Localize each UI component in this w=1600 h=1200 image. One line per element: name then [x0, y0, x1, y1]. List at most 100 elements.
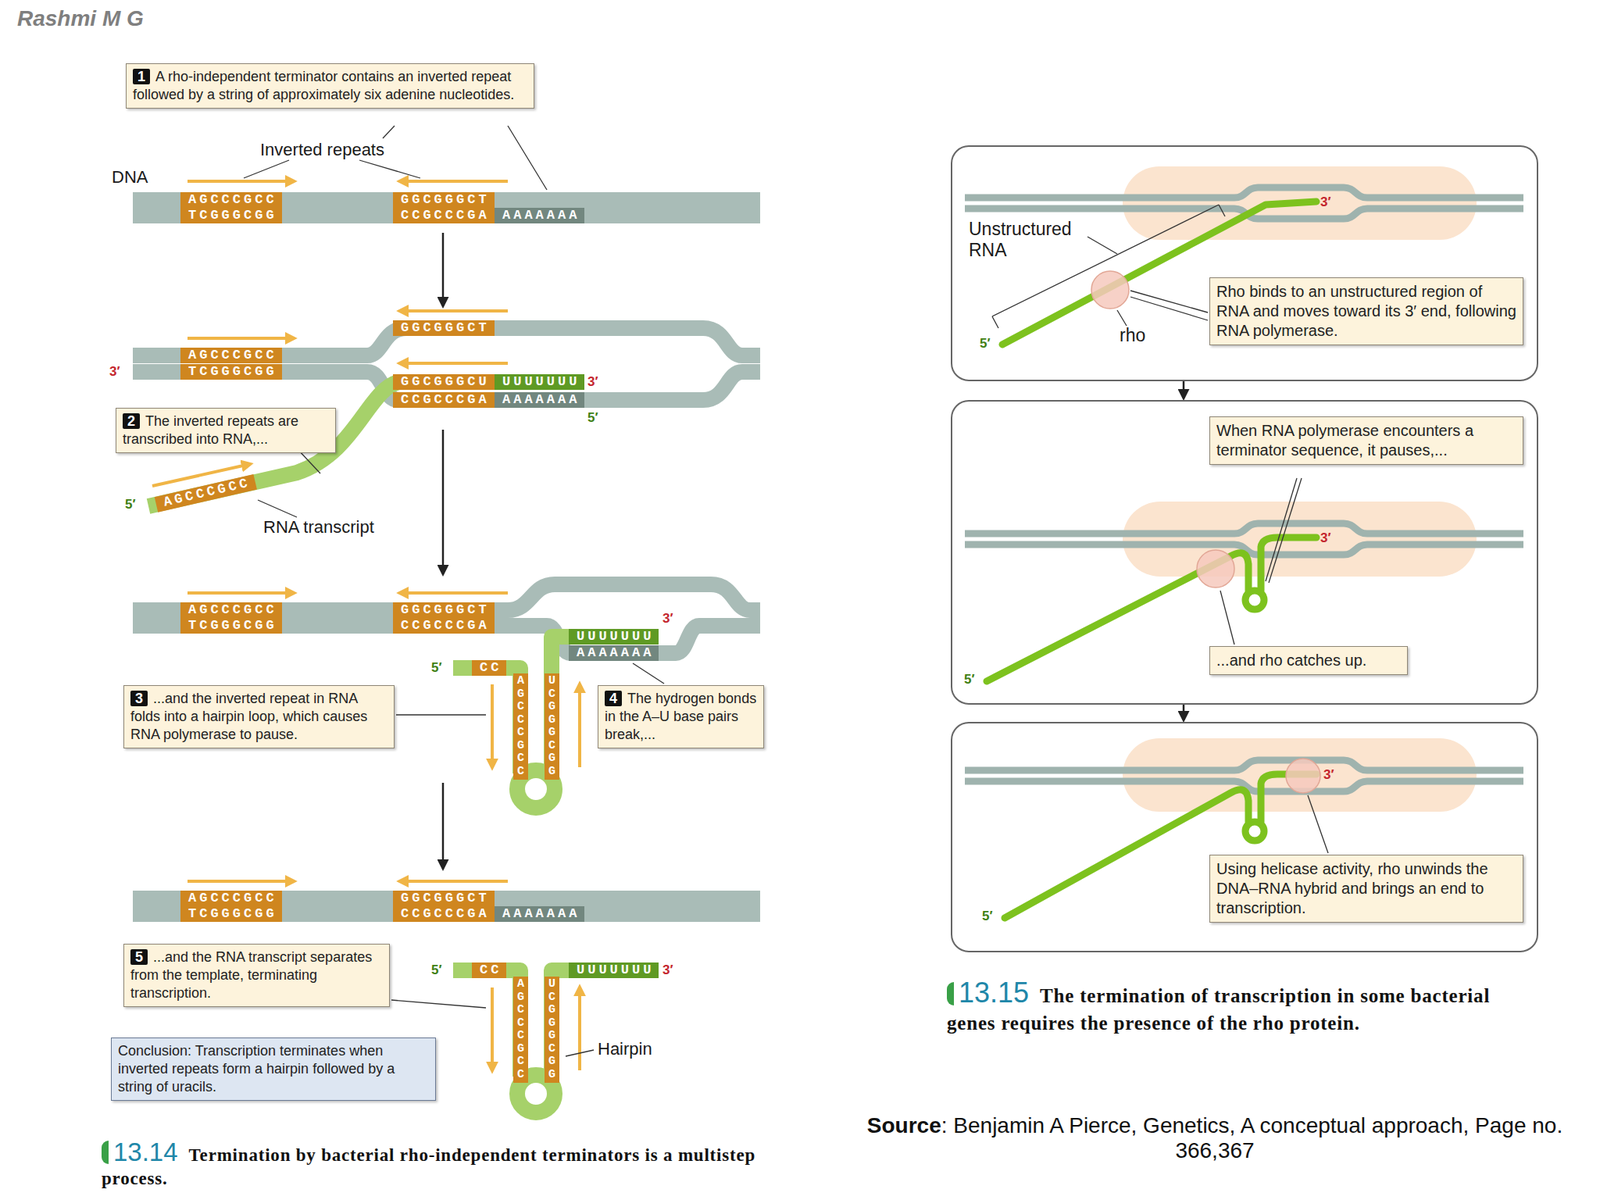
part-label: Unstructured RNA [968, 218, 1086, 261]
end-label: 5′ [964, 671, 975, 688]
step-arrow [442, 429, 445, 575]
end-label: 3′ [662, 610, 674, 627]
callout-number: 1 [132, 68, 150, 85]
dna-strand [964, 187, 1524, 198]
sequence: AGCCCGCC [154, 474, 258, 513]
source-text: : Benjamin A Pierce, Genetics, A concept… [941, 1113, 1563, 1163]
sequence: CCGCCCGA [392, 906, 495, 922]
repeat-arrow [490, 684, 494, 768]
repeat-arrow [400, 879, 508, 883]
stem-sequence: AGCCCGCC [513, 976, 529, 1083]
rna-strand [453, 667, 521, 774]
end-label: 3′ [662, 962, 674, 979]
callout-box: Conclusion: Transcription terminates whe… [110, 1037, 436, 1101]
sequence: CC [471, 962, 507, 979]
sequence: AAAAAAA [568, 645, 659, 661]
panel-frame [951, 400, 1538, 704]
caption-block: 13.14Termination by bacterial rho-indepe… [101, 1137, 774, 1191]
end-label: 3′ [587, 374, 599, 390]
callout-text: ...and the inverted repeat in RNA folds … [130, 690, 368, 743]
dna-strand [132, 207, 761, 224]
repeat-arrow [187, 591, 294, 595]
rho-circle [1091, 271, 1129, 309]
callout-box: ...and rho catches up. [1209, 646, 1408, 675]
leader-line [565, 1050, 594, 1057]
stem-sequence: UCGGGCGG [544, 976, 560, 1083]
end-label: 5′ [979, 335, 991, 352]
sequence: AGCCCGCC [180, 347, 283, 364]
repeat-arrow [578, 684, 582, 768]
callout-box: Rho binds to an unstructured region of R… [1209, 277, 1524, 346]
repeat-arrow [490, 987, 494, 1071]
step-arrow [442, 232, 445, 307]
leader-line [1265, 478, 1297, 582]
bracket [1218, 204, 1225, 217]
rna-hybrid [392, 374, 585, 390]
leader-line [1268, 478, 1302, 583]
callout-box: 5...and the RNA transcript separates fro… [123, 943, 390, 1008]
panel-frame [951, 722, 1538, 952]
sequence: CCGCCCGA [392, 617, 495, 634]
dna-right [964, 187, 1524, 792]
callout-text: Conclusion: Transcription terminates whe… [117, 1042, 395, 1095]
end-label: 5′ [431, 962, 443, 979]
sequence: UUUUUUU [568, 962, 659, 979]
stem-sequence: UCGGGCGG [544, 673, 560, 780]
dna-strand [964, 523, 1524, 534]
dna-strand [132, 192, 761, 208]
leader-line [1220, 590, 1235, 645]
repeat-arrow [187, 879, 294, 883]
panel-frames [951, 146, 1538, 952]
callout-box: 4The hydrogen bonds in the A–U base pair… [597, 685, 765, 749]
callout-text: Using helicase activity, rho unwinds the… [1216, 860, 1489, 917]
panel-frame [951, 146, 1538, 381]
figure-number: 13.14 [113, 1137, 179, 1167]
callout-number: 3 [130, 690, 148, 707]
bracket [992, 316, 999, 329]
end-label: 5′ [587, 410, 599, 426]
repeat-arrows [152, 181, 580, 1071]
stem-sequence: AGCCCGCC [513, 673, 529, 780]
leader-line [507, 125, 547, 190]
watermark: Rashmi M G [17, 6, 144, 32]
sequence: AAAAAAA [494, 207, 585, 224]
sequence: AGCCCGCC [180, 192, 283, 208]
sequence: GGCGGGCT [392, 192, 495, 208]
sequence: UUUUUUU [494, 374, 585, 390]
rna-strand [453, 970, 521, 1077]
polymerase [1122, 166, 1477, 812]
callout-box: 3...and the inverted repeat in RNA folds… [123, 685, 395, 749]
sequence: AGCCCGCC [180, 602, 283, 618]
leader-lines [243, 125, 665, 1057]
end-label: 3′ [109, 364, 121, 380]
sequence: TCGGGCGG [180, 364, 283, 380]
callout-text: Rho binds to an unstructured region of R… [1216, 282, 1517, 340]
caption-block: 13.15The termination of transcription in… [946, 976, 1541, 1037]
end-label: 5′ [125, 496, 136, 513]
repeat-arrow [187, 179, 294, 183]
part-label: DNA [111, 167, 148, 187]
callout-text: The hydrogen bonds in the A–U base pairs… [604, 690, 757, 743]
leader-line [382, 125, 395, 139]
dna-strand [132, 906, 761, 922]
leader-line [632, 663, 665, 684]
callout-box: Using helicase activity, rho unwinds the… [1209, 854, 1524, 923]
figure-number: 13.15 [958, 976, 1029, 1009]
sequence: TCGGGCGG [180, 617, 283, 634]
rna-polymerase [1122, 738, 1477, 812]
callout-text: A rho-independent terminator contains an… [132, 68, 515, 103]
caption-block: Source: Benjamin A Pierce, Genetics, A c… [855, 1113, 1575, 1164]
hairpin-5 [453, 970, 659, 1113]
sequence: AAAAAAA [494, 392, 585, 408]
sequence: GGCGGGCT [392, 602, 495, 618]
part-label: Hairpin [597, 1039, 653, 1059]
callout-box: 2The inverted repeats are transcribed in… [115, 407, 336, 454]
rho-circle [1196, 550, 1235, 588]
leader-line [359, 160, 421, 179]
leader-line [1087, 236, 1118, 254]
dna-strand [132, 890, 761, 907]
callout-text: When RNA polymerase encounters a termina… [1216, 421, 1474, 459]
rho-circle [1285, 758, 1321, 793]
dna-strand [964, 760, 1524, 771]
end-label: 3′ [1320, 194, 1332, 211]
